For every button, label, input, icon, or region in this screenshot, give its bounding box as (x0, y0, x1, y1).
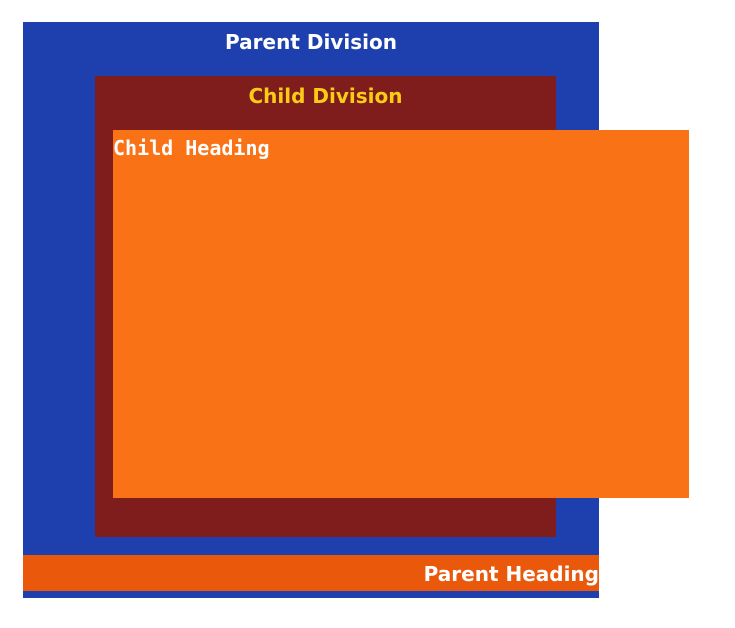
parent-division-label: Parent Division (225, 30, 397, 54)
parent-heading-label: Parent Heading (423, 562, 599, 586)
child-heading: Child Heading (113, 130, 689, 498)
child-division-label: Child Division (248, 84, 403, 108)
parent-heading: Parent Heading (23, 555, 599, 591)
child-heading-label: Child Heading (113, 136, 270, 160)
